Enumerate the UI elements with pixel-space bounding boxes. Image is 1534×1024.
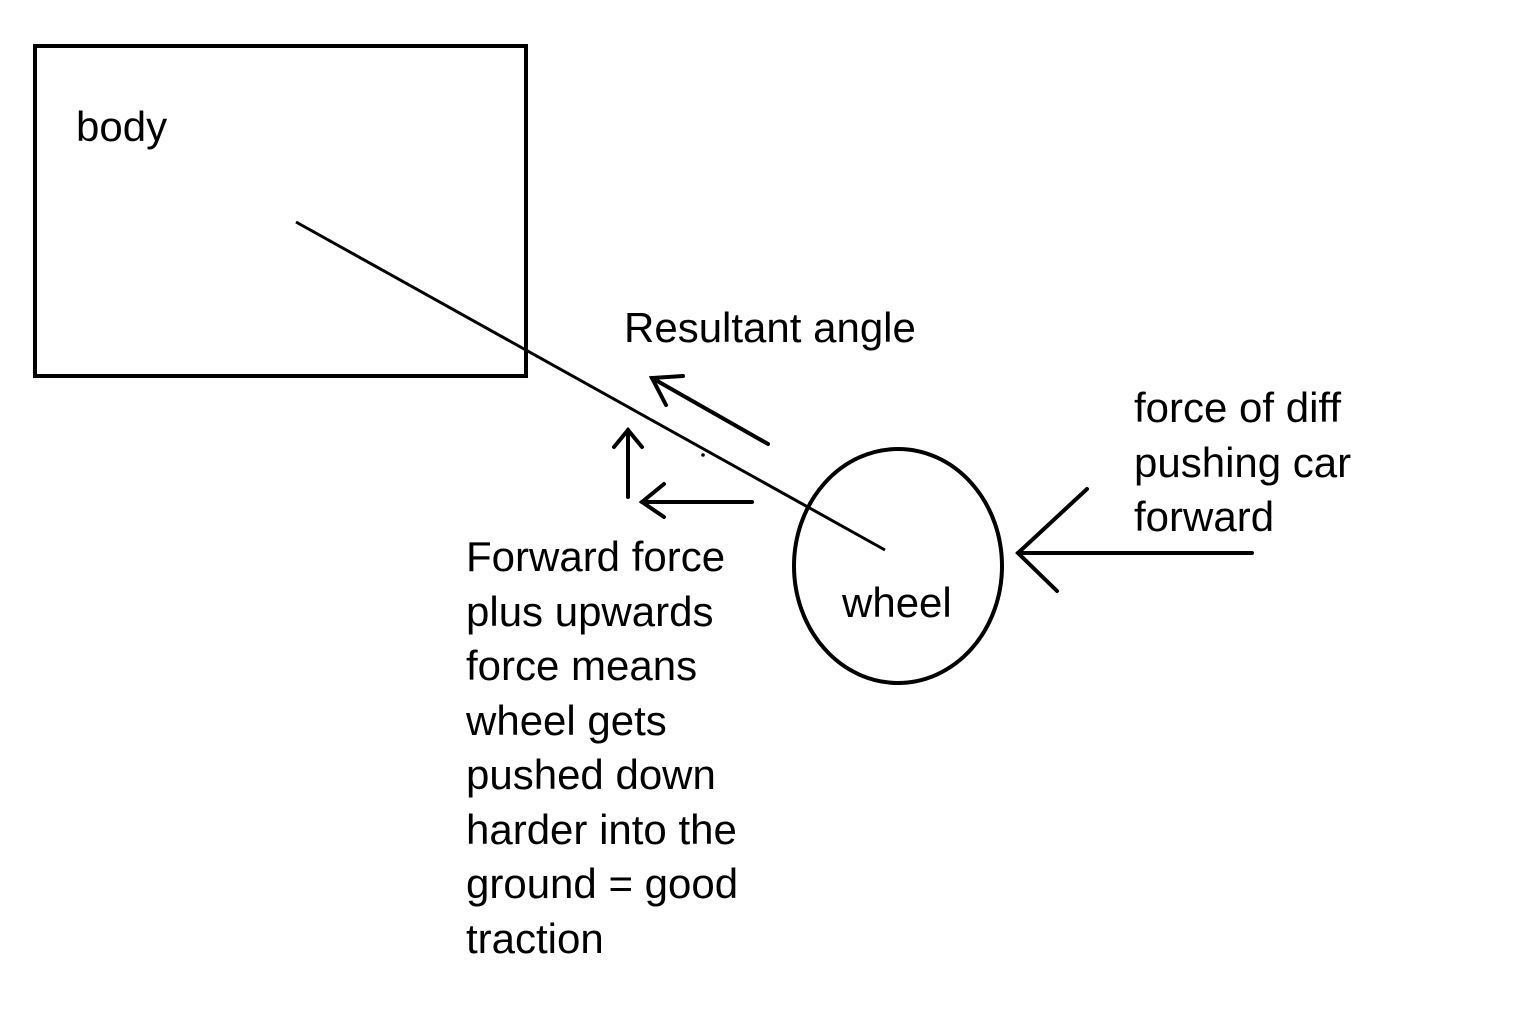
resultant-angle-label: Resultant angle bbox=[624, 304, 916, 351]
diff-force-label: force of diff pushing car forward bbox=[1134, 384, 1352, 540]
wheel-circle bbox=[792, 447, 1004, 685]
diff-push-arrow bbox=[1015, 487, 1254, 593]
suspension-arm bbox=[295, 220, 886, 552]
stray-dot bbox=[701, 453, 705, 457]
wheel-label: wheel bbox=[842, 579, 952, 626]
car-body-box bbox=[33, 44, 528, 378]
upward-force-arrow bbox=[612, 426, 644, 499]
body-label: body bbox=[76, 103, 168, 150]
forward-force-explanation: Forward force plus upwards force means w… bbox=[466, 533, 739, 962]
forward-force-arrow bbox=[638, 482, 754, 519]
resultant-arrow bbox=[648, 374, 770, 446]
